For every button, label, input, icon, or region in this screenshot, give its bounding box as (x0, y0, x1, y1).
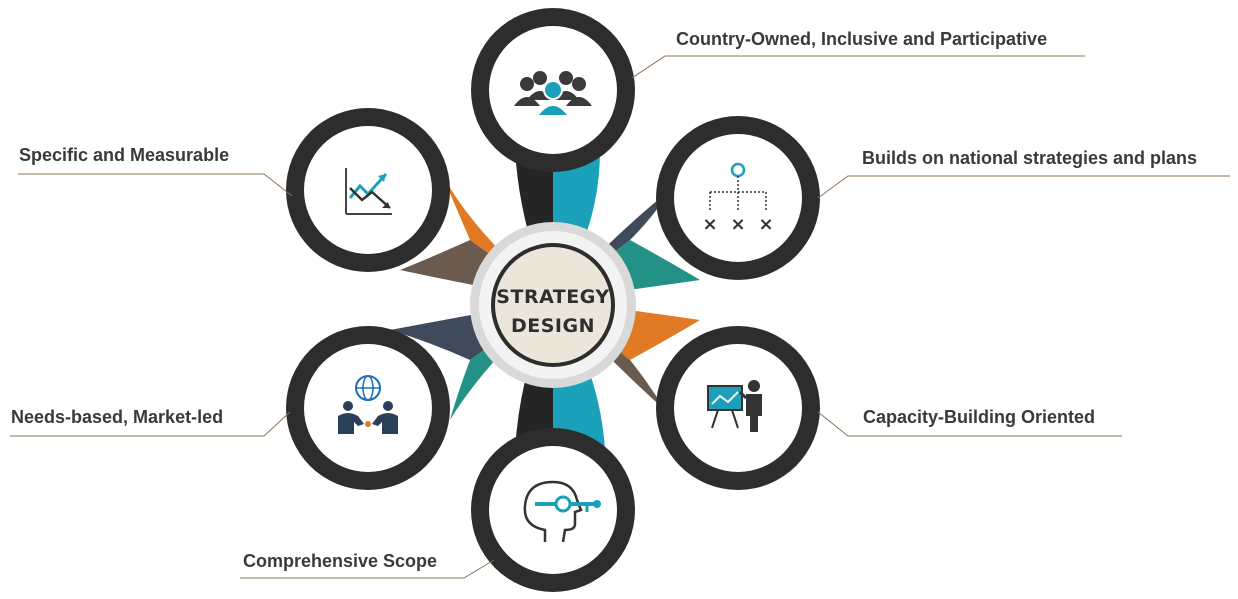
label-needs-based: Needs-based, Market-led (11, 407, 224, 427)
people-group-icon (514, 71, 592, 117)
label-country-owned: Country-Owned, Inclusive and Participati… (676, 29, 1048, 49)
hierarchy-chart-icon: × × × (702, 162, 774, 235)
svg-text:×: × (758, 214, 773, 235)
svg-text:×: × (702, 214, 717, 235)
center-title-line2: DESIGN (511, 315, 595, 337)
globe-handshake-icon (338, 375, 398, 434)
trend-chart-icon (345, 168, 392, 215)
label-connectors (10, 55, 1230, 579)
label-builds-on-national: Builds on national strategies and plans (862, 148, 1198, 168)
node-builds-on-national: × × × (656, 116, 820, 280)
center-title-line1: STRATEGY (496, 286, 609, 308)
svg-text:×: × (730, 214, 745, 235)
presentation-board-icon (707, 380, 762, 432)
node-country-owned (471, 8, 635, 172)
label-specific-measurable: Specific and Measurable (19, 145, 230, 165)
node-capacity-building (656, 326, 820, 490)
petal-lower-left-b (450, 300, 553, 420)
label-comprehensive-scope: Comprehensive Scope (243, 551, 438, 571)
node-comprehensive-scope (471, 428, 635, 592)
node-specific-measurable (286, 108, 450, 272)
label-capacity-building: Capacity-Building Oriented (863, 407, 1096, 427)
node-needs-based (286, 326, 450, 490)
head-key-icon (523, 480, 601, 543)
center-node: STRATEGY DESIGN (470, 222, 636, 388)
